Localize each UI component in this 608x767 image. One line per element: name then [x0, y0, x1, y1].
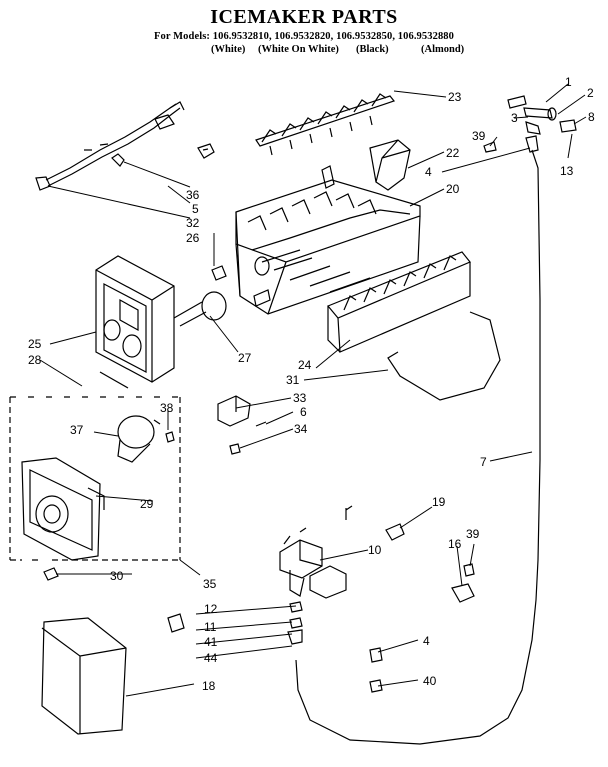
callout-6: 6	[300, 405, 307, 419]
callout-32: 32	[186, 216, 200, 230]
motor-drawing	[117, 415, 161, 463]
callout-23: 23	[448, 90, 462, 104]
callout-29: 29	[140, 497, 154, 511]
callout-40: 40	[423, 674, 437, 688]
callout-25: 25	[28, 337, 42, 351]
valve-screw-drawing	[385, 523, 405, 541]
callout-41: 41	[204, 635, 218, 649]
fittings-drawing	[483, 95, 577, 153]
callout-7: 7	[480, 455, 487, 469]
callout-1: 1	[565, 75, 572, 89]
callout-labels: 1 2 3 8 39 13 4 22 20 23 36 5 32 26 25 2…	[28, 75, 595, 693]
callout-39: 39	[472, 129, 486, 143]
grommet-lower-drawing	[369, 647, 383, 663]
leader-lines	[39, 83, 587, 697]
mold-drawing	[235, 165, 421, 315]
callout-39-lower: 39	[466, 527, 480, 541]
page-title: ICEMAKER PARTS	[210, 6, 398, 28]
thermostat-drawing	[173, 291, 227, 327]
screws-drawing	[229, 421, 267, 455]
callout-10: 10	[368, 543, 382, 557]
callout-3: 3	[511, 111, 518, 125]
callout-26: 26	[186, 231, 200, 245]
fill-cup-drawing	[327, 251, 471, 353]
valve-bracket-line	[345, 505, 353, 520]
callout-8: 8	[588, 110, 595, 124]
callout-35: 35	[203, 577, 217, 591]
callout-28: 28	[28, 353, 42, 367]
callout-16: 16	[448, 537, 462, 551]
callout-12: 12	[204, 602, 218, 616]
callout-4: 4	[425, 165, 432, 179]
module-housing-drawing	[95, 255, 175, 389]
clamp-drawing	[451, 583, 475, 603]
adapter-drawing	[287, 629, 303, 645]
water-valve-drawing	[279, 527, 347, 599]
callout-31: 31	[286, 373, 300, 387]
callout-37: 37	[70, 423, 84, 437]
bracket-drawing	[217, 395, 251, 427]
ferrule-drawing	[289, 617, 303, 629]
nut-drawing	[289, 601, 303, 613]
clip-lower-drawing	[369, 679, 383, 693]
callout-44: 44	[204, 651, 218, 665]
callout-11: 11	[204, 620, 217, 634]
mounting-plate-drawing	[21, 457, 105, 561]
motor-screw-drawing	[165, 431, 175, 443]
front-cover-drawing	[41, 617, 127, 735]
heater-clip-drawing	[211, 265, 227, 281]
callout-5: 5	[192, 202, 199, 216]
variant-almond: (Almond)	[421, 44, 465, 55]
callout-4-lower: 4	[423, 634, 430, 648]
motor-group-box	[9, 396, 181, 561]
callout-18: 18	[202, 679, 216, 693]
callout-13: 13	[560, 164, 574, 178]
callout-19: 19	[432, 495, 446, 509]
callout-24: 24	[298, 358, 312, 372]
callout-36: 36	[186, 188, 200, 202]
callout-20: 20	[446, 182, 460, 196]
clip-drawing	[197, 143, 215, 159]
wire-harness-drawing	[35, 101, 185, 191]
variant-white: (White)	[211, 44, 246, 55]
shutoff-arm-drawing	[387, 311, 501, 401]
callout-27: 27	[238, 351, 252, 365]
ejector-drawing	[255, 93, 396, 156]
plate-screw-drawing	[43, 567, 59, 581]
callout-2: 2	[587, 86, 594, 100]
callout-22: 22	[446, 146, 460, 160]
clamp-screw-drawing	[463, 563, 475, 577]
variant-white-on-white: (White On White)	[258, 44, 339, 55]
variant-black: (Black)	[356, 44, 389, 55]
callout-33: 33	[293, 391, 307, 405]
callout-30: 30	[110, 569, 124, 583]
grommet-drawing	[167, 613, 185, 633]
callout-34: 34	[294, 422, 308, 436]
cover-drawing	[369, 139, 411, 191]
water-tube-drawing	[295, 149, 541, 745]
model-numbers: For Models: 106.9532810, 106.9532820, 10…	[154, 31, 454, 42]
callout-38: 38	[160, 401, 174, 415]
